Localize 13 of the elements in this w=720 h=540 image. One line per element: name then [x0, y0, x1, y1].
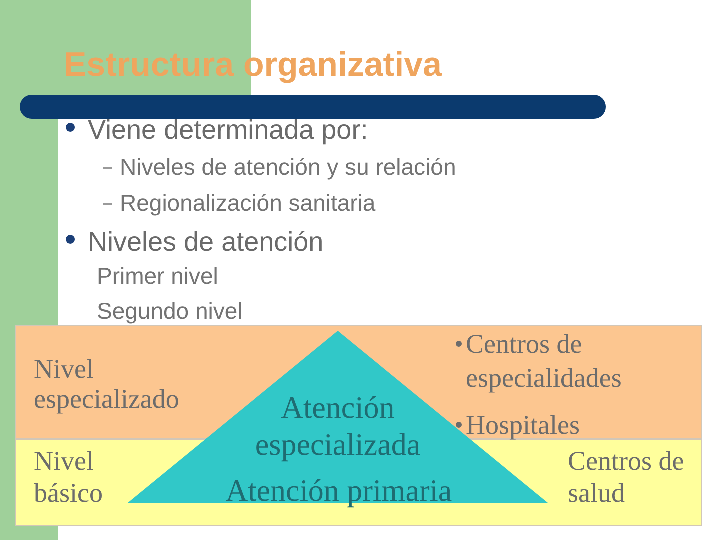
sub-list-text: Niveles de atención y su relación	[120, 153, 456, 181]
list-text: Viene determinada por:	[88, 115, 368, 145]
facility-label: Centros de especialidades	[466, 328, 623, 395]
facility-label: Hospitales	[466, 410, 581, 440]
list-text: Primer nivel	[97, 263, 218, 289]
pyramid-label: Atención especializada	[254, 389, 422, 463]
sub-list-text: Regionalización sanitaria	[120, 189, 376, 217]
band-label: Nivel básico	[34, 445, 104, 509]
band-label: Nivel especializado	[34, 354, 180, 414]
list-text: Segundo nivel	[97, 298, 243, 324]
list-text: Niveles de atención	[88, 227, 324, 257]
facility-label: Centros de salud	[568, 445, 686, 509]
pyramid-label: Atención primaria	[224, 474, 454, 508]
